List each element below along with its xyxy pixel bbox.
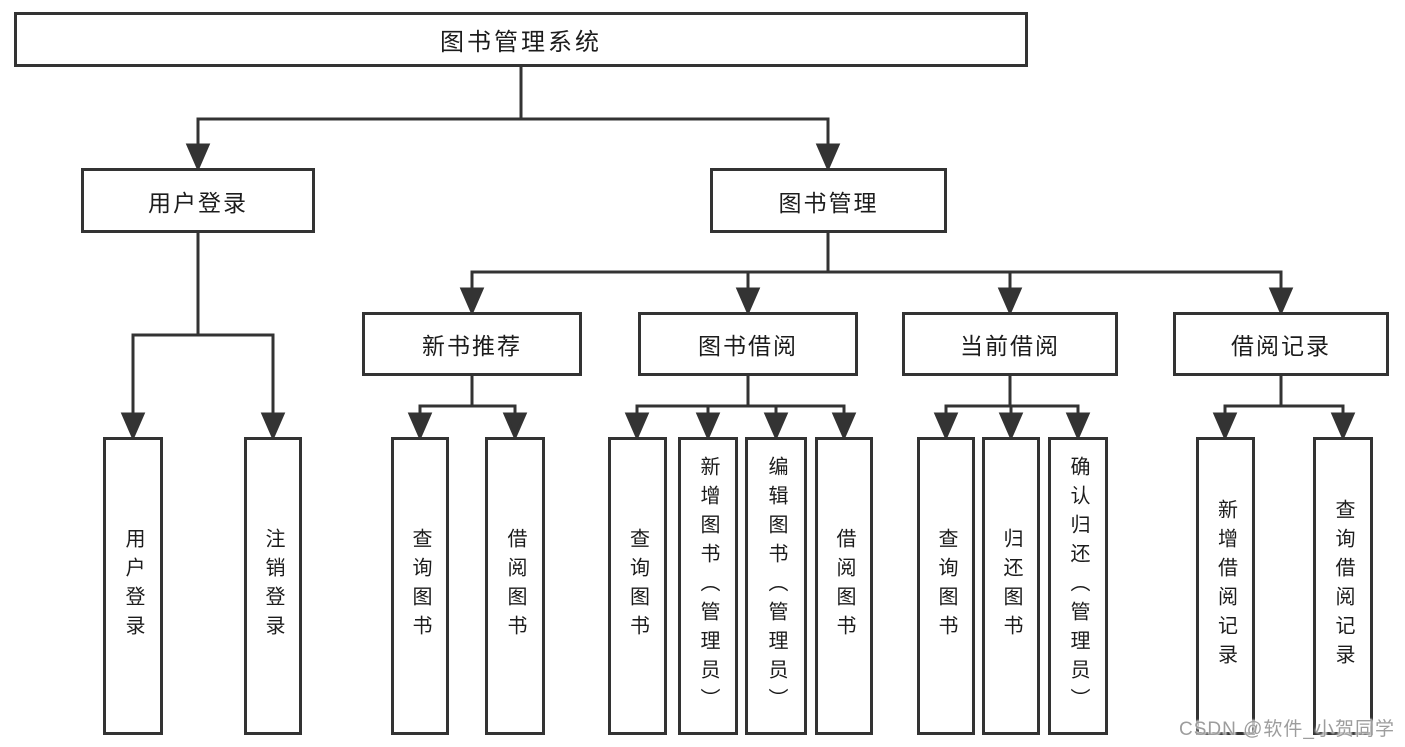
- arrowhead: [695, 412, 721, 441]
- node-label: 当前借阅: [960, 333, 1060, 359]
- node-label: 新书推荐: [422, 333, 522, 359]
- leaf-br-add-borrow-record: 新增借阅记录: [1196, 437, 1255, 735]
- arrowhead: [1268, 287, 1294, 316]
- leaf-cb-query-books: 查询图书: [917, 437, 975, 735]
- leaf-label: 查询图书: [626, 528, 649, 644]
- node-label: 借阅记录: [1231, 333, 1331, 359]
- connector-root: [185, 67, 841, 172]
- leaf-bb-add-books-admin: 新增图书（管理员）: [678, 437, 738, 735]
- connector-book-borrow: [624, 376, 857, 441]
- leaf-nb-query-books: 查询图书: [391, 437, 449, 735]
- arrowhead: [624, 412, 650, 441]
- arrowhead: [502, 412, 528, 441]
- node-book-management: 图书管理: [710, 168, 947, 233]
- leaf-logout: 注销登录: [244, 437, 302, 735]
- csdn-watermark: CSDN @软件_小贺同学: [1179, 719, 1395, 740]
- connector-user-login: [120, 233, 286, 441]
- leaf-label: 归还图书: [1000, 528, 1022, 644]
- arrowhead: [831, 412, 857, 441]
- leaf-label: 编辑图书（管理员）: [765, 455, 787, 717]
- arrowhead: [1330, 412, 1356, 441]
- arrowhead: [763, 412, 789, 441]
- connector-book-management: [459, 233, 1294, 316]
- node-label: 图书管理: [778, 189, 879, 216]
- arrowhead: [735, 287, 761, 316]
- leaf-cb-confirm-return-admin: 确认归还（管理员）: [1048, 437, 1108, 735]
- arrowhead: [997, 287, 1023, 316]
- leaf-user-login: 用户登录: [103, 437, 163, 735]
- arrowhead: [260, 412, 286, 441]
- leaf-nb-borrow-books: 借阅图书: [485, 437, 545, 735]
- leaf-label: 查询图书: [409, 528, 431, 644]
- arrowhead: [407, 412, 433, 441]
- leaf-label: 借阅图书: [833, 528, 855, 644]
- leaf-label: 查询图书: [935, 528, 957, 644]
- node-label: 用户登录: [148, 189, 248, 216]
- arrowhead: [185, 143, 211, 172]
- leaf-label: 用户登录: [122, 528, 144, 644]
- connector-current-borrow: [933, 376, 1091, 441]
- leaf-label: 注销登录: [262, 528, 284, 644]
- node-user-login: 用户登录: [81, 168, 315, 233]
- connector-borrow-records: [1212, 376, 1356, 441]
- arrowhead: [120, 412, 146, 441]
- node-label: 图书借阅: [698, 333, 798, 359]
- arrowhead: [933, 412, 959, 441]
- arrowhead: [459, 287, 485, 316]
- leaf-label: 新增图书（管理员）: [697, 455, 719, 717]
- leaf-bb-borrow-books: 借阅图书: [815, 437, 873, 735]
- arrowhead: [1212, 412, 1238, 441]
- leaf-label: 查询借阅记录: [1332, 499, 1354, 673]
- node-current-borrow: 当前借阅: [902, 312, 1118, 376]
- leaf-bb-query-books: 查询图书: [608, 437, 667, 735]
- leaf-label: 借阅图书: [504, 528, 526, 644]
- node-book-borrow: 图书借阅: [638, 312, 858, 376]
- connector-new-book-recommend: [407, 376, 528, 441]
- node-label: 图书管理系统: [440, 29, 602, 56]
- leaf-label: 确认归还（管理员）: [1067, 455, 1089, 717]
- leaf-br-query-borrow-record: 查询借阅记录: [1313, 437, 1373, 735]
- leaf-bb-edit-books-admin: 编辑图书（管理员）: [745, 437, 807, 735]
- leaf-label: 新增借阅记录: [1214, 499, 1237, 673]
- arrowhead: [998, 412, 1024, 441]
- node-library-management-system: 图书管理系统: [14, 12, 1028, 67]
- arrowhead: [1065, 412, 1091, 441]
- leaf-cb-return-books: 归还图书: [982, 437, 1040, 735]
- node-new-book-recommend: 新书推荐: [362, 312, 582, 376]
- node-borrow-records: 借阅记录: [1173, 312, 1389, 376]
- arrowhead: [815, 143, 841, 172]
